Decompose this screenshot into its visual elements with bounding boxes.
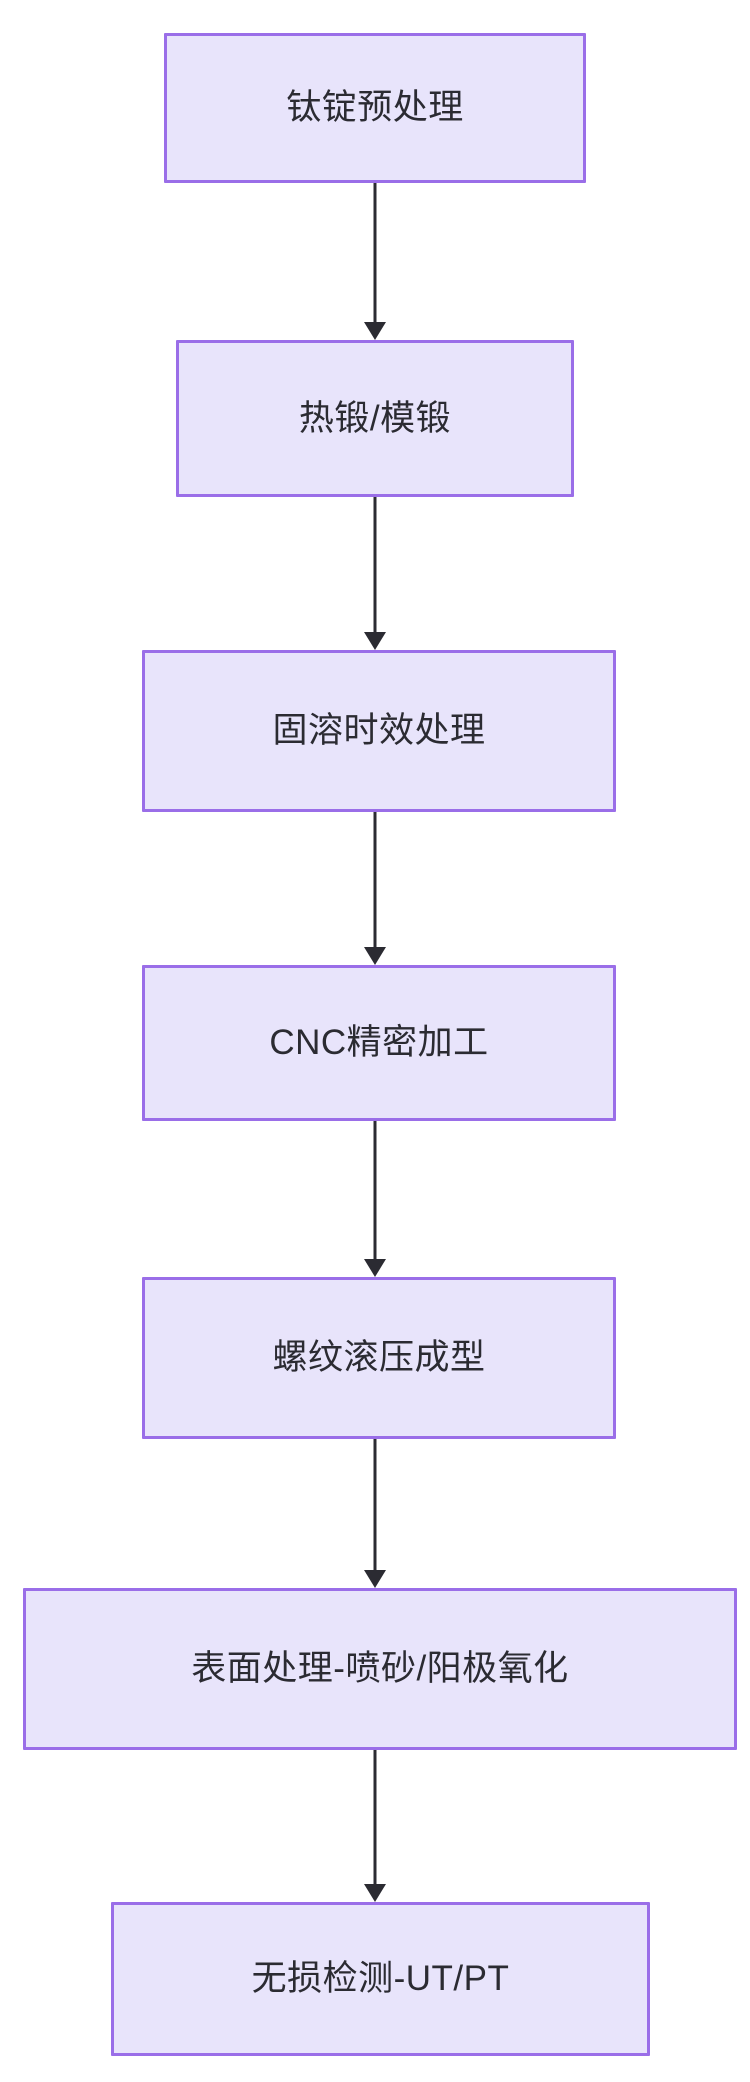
arrowhead-icon — [364, 947, 386, 965]
flow-node-label: 螺纹滚压成型 — [272, 1338, 486, 1378]
flow-node-nondestructive-testing[interactable]: 无损检测-UT/PT — [111, 1902, 650, 2056]
edge-line — [373, 812, 377, 948]
arrowhead-icon — [364, 632, 386, 650]
flow-node-surface-treatment[interactable]: 表面处理-喷砂/阳极氧化 — [23, 1588, 737, 1750]
arrowhead-icon — [364, 1884, 386, 1902]
flow-node-label: 热锻/模锻 — [298, 398, 452, 438]
arrowhead-icon — [364, 1570, 386, 1588]
flow-node-titanium-ingot-pretreatment[interactable]: 钛锭预处理 — [164, 33, 586, 183]
flow-node-label: 固溶时效处理 — [272, 711, 486, 751]
flow-node-label: CNC精密加工 — [269, 1023, 489, 1063]
arrowhead-icon — [364, 322, 386, 340]
edge-line — [373, 497, 377, 633]
edge-line — [373, 1750, 377, 1885]
edge-line — [373, 183, 377, 323]
flow-node-label: 钛锭预处理 — [286, 88, 464, 128]
arrowhead-icon — [364, 1259, 386, 1277]
flow-node-label: 表面处理-喷砂/阳极氧化 — [191, 1649, 569, 1689]
flow-node-thread-rolling[interactable]: 螺纹滚压成型 — [142, 1277, 616, 1439]
flow-node-label: 无损检测-UT/PT — [251, 1959, 510, 1999]
edge-line — [373, 1439, 377, 1571]
flow-node-cnc-precision-machining[interactable]: CNC精密加工 — [142, 965, 616, 1121]
flow-node-hot-forging[interactable]: 热锻/模锻 — [176, 340, 574, 497]
flow-node-solution-aging-treatment[interactable]: 固溶时效处理 — [142, 650, 616, 812]
edge-line — [373, 1121, 377, 1260]
